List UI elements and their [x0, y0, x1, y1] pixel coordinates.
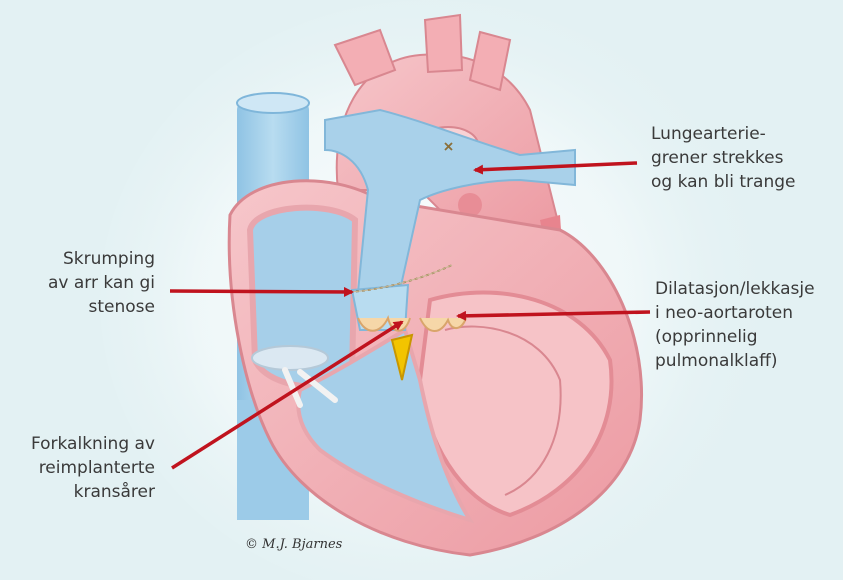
label-lungearterie: Lungearterie- grener strekkes og kan bli… — [651, 122, 795, 194]
label-forkalkning: Forkalkning av reimplanterte kransårer — [0, 432, 155, 504]
label-skrumping: Skrumping av arr kan gi stenose — [8, 247, 155, 319]
signature: © M.J. Bjarnes — [245, 537, 343, 552]
label-dilatasjon: Dilatasjon/lekkasje i neo-aortaroten (op… — [655, 277, 815, 373]
arrow-skrump — [170, 291, 352, 292]
